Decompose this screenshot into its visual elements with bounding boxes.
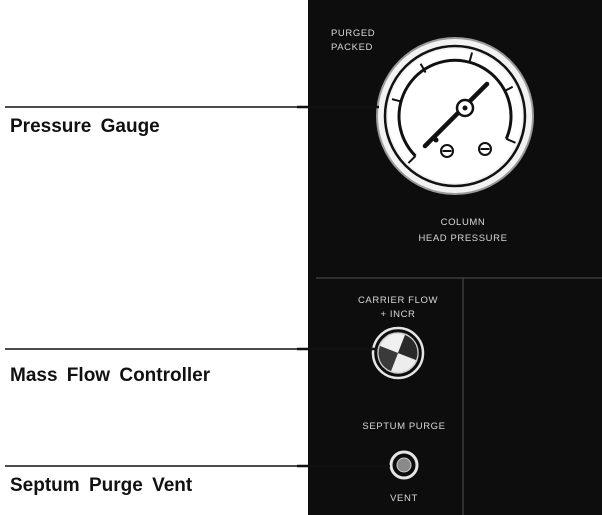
gauge-scale-arc xyxy=(397,58,513,158)
gauge-bottom-label-line-2: HEAD PRESSURE xyxy=(418,233,507,244)
callout-mass-flow-controller: Mass Flow Controller xyxy=(10,365,211,386)
gauge-screw-right xyxy=(478,142,492,156)
flow-increase-label: + INCR xyxy=(380,309,415,320)
gauge-label-line-1: PURGED xyxy=(331,28,375,39)
gauge-bottom-label-line-1: COLUMN xyxy=(441,217,486,228)
knob-shadow-right xyxy=(398,335,418,360)
callout-pressure-gauge: Pressure Gauge xyxy=(10,116,160,137)
gauge-bezel-inner-ring xyxy=(383,44,527,188)
vent-label: VENT xyxy=(390,493,418,504)
mass-flow-controller-knob[interactable] xyxy=(371,326,425,380)
carrier-flow-label: CARRIER FLOW xyxy=(358,295,438,306)
gauge-screw-left xyxy=(440,144,454,158)
gauge-label-line-2: PACKED xyxy=(331,42,373,53)
knob-highlight-lower xyxy=(391,353,416,373)
gauge-zero-dot xyxy=(433,137,439,143)
knob-highlight-upper xyxy=(380,333,405,353)
callout-septum-purge-vent: Septum Purge Vent xyxy=(10,475,193,496)
septum-purge-label: SEPTUM PURGE xyxy=(362,421,445,432)
gauge-ticks xyxy=(391,52,516,164)
knob-shadow-left xyxy=(378,346,398,371)
vent-opening xyxy=(396,457,412,473)
pressure-gauge xyxy=(376,37,534,195)
septum-purge-vent[interactable] xyxy=(389,450,419,480)
gauge-hub-center xyxy=(462,105,468,111)
gauge-needle xyxy=(422,81,490,149)
